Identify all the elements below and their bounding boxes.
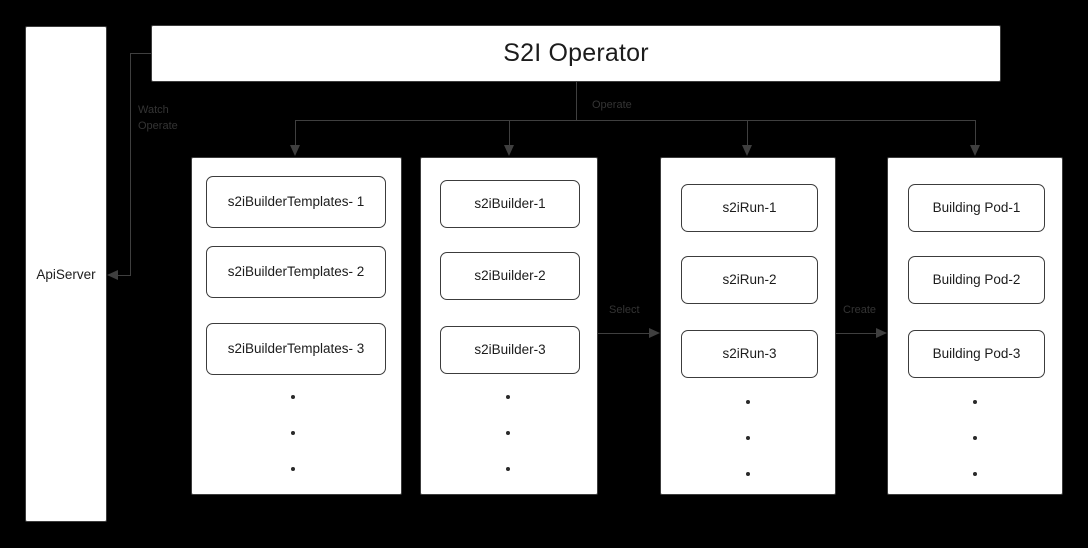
dot [746, 400, 750, 404]
list-item[interactable]: s2iRun-1 [681, 184, 818, 232]
ellipsis-dots [973, 400, 977, 476]
operate-stem [576, 82, 577, 120]
list-item[interactable]: s2iBuilderTemplates- 2 [206, 246, 386, 298]
watch-operate-label: Watch Operate [138, 104, 178, 132]
s2i-operator-label: S2I Operator [503, 39, 649, 67]
dot [506, 395, 510, 399]
operate-arrowhead-2 [503, 145, 514, 156]
s2i-operator-box[interactable]: S2I Operator [151, 25, 1001, 82]
dot [746, 472, 750, 476]
list-item[interactable]: s2iBuilderTemplates- 3 [206, 323, 386, 375]
watch-operate-segment-top [130, 53, 152, 54]
column-s2ibuildertemplates: s2iBuilderTemplates- 1 s2iBuilderTemplat… [191, 157, 402, 495]
operate-arrowhead-4 [969, 145, 980, 156]
apiserver-box[interactable]: ApiServer [25, 26, 107, 522]
operate-drop-4 [975, 120, 976, 145]
create-label: Create [843, 304, 877, 316]
operate-arrowhead-3 [741, 145, 752, 156]
dot [973, 400, 977, 404]
dot [506, 467, 510, 471]
list-item[interactable]: s2iBuilder-1 [440, 180, 580, 228]
watch-operate-segment-vertical [130, 53, 131, 275]
operate-drop-1 [295, 120, 296, 145]
dot [973, 436, 977, 440]
operate-drop-3 [747, 120, 748, 145]
dot [291, 395, 295, 399]
list-item[interactable]: s2iRun-3 [681, 330, 818, 378]
list-item[interactable]: Building Pod-1 [908, 184, 1045, 232]
list-item[interactable]: s2iBuilderTemplates- 1 [206, 176, 386, 228]
column-s2irun: s2iRun-1 s2iRun-2 s2iRun-3 [660, 157, 836, 495]
create-line [836, 333, 876, 334]
operate-arrowhead-1 [289, 145, 300, 156]
list-item[interactable]: s2iBuilder-2 [440, 252, 580, 300]
watch-operate-segment-bottom [118, 275, 131, 276]
dot [291, 431, 295, 435]
dot [973, 472, 977, 476]
operate-label: Operate [592, 99, 632, 111]
operate-bus [295, 120, 976, 121]
dot [291, 467, 295, 471]
column-s2ibuilder: s2iBuilder-1 s2iBuilder-2 s2iBuilder-3 [420, 157, 598, 495]
ellipsis-dots [291, 395, 295, 471]
dot [746, 436, 750, 440]
select-arrowhead [649, 327, 660, 338]
list-item[interactable]: Building Pod-3 [908, 330, 1045, 378]
list-item[interactable]: s2iRun-2 [681, 256, 818, 304]
ellipsis-dots [746, 400, 750, 476]
select-line [598, 333, 649, 334]
apiserver-label: ApiServer [36, 266, 96, 282]
operate-drop-2 [509, 120, 510, 145]
list-item[interactable]: s2iBuilder-3 [440, 326, 580, 374]
dot [506, 431, 510, 435]
ellipsis-dots [506, 395, 510, 471]
column-building-pod: Building Pod-1 Building Pod-2 Building P… [887, 157, 1063, 495]
watch-operate-arrowhead [107, 269, 118, 280]
create-arrowhead [876, 327, 887, 338]
list-item[interactable]: Building Pod-2 [908, 256, 1045, 304]
select-label: Select [609, 304, 640, 316]
